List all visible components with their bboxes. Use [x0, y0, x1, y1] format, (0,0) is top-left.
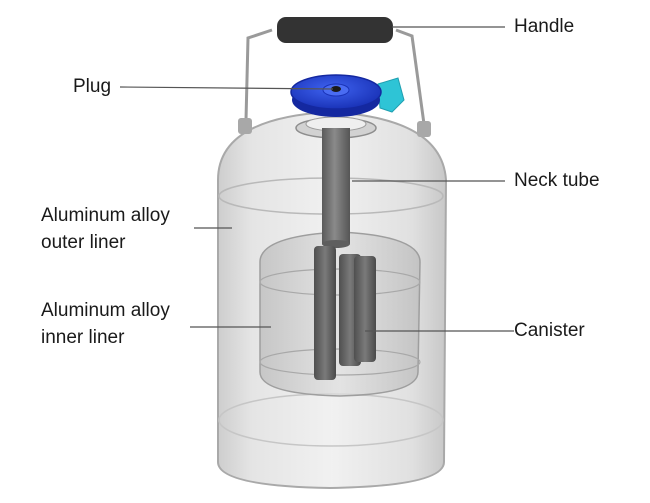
handle-mount-right: [417, 121, 431, 137]
plug-shape: [290, 74, 382, 117]
label-neck-tube: Neck tube: [514, 170, 600, 191]
cyan-tag: [377, 77, 405, 113]
handle-wire: [244, 28, 426, 125]
label-outer-liner: Aluminum alloy outer liner: [41, 205, 170, 253]
label-handle: Handle: [514, 16, 575, 37]
handle-grip: [277, 17, 393, 43]
handle-mount-left: [238, 118, 252, 134]
label-canister: Canister: [514, 320, 585, 341]
label-plug: Plug: [73, 76, 112, 97]
leader-plug: [119, 86, 334, 90]
neck-tube-shape: [322, 128, 350, 244]
leader-lines: [119, 26, 514, 332]
label-inner-liner: Aluminum alloy inner liner: [41, 300, 170, 348]
canister-shapes: [314, 246, 376, 380]
